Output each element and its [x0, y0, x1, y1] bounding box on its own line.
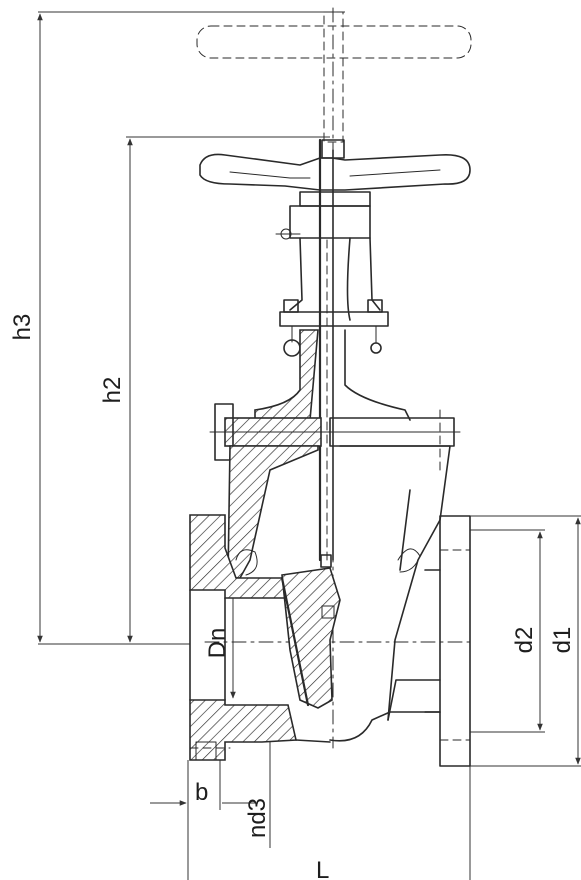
dimension-d2 [470, 529, 545, 733]
label-l: L [316, 857, 329, 880]
label-b: b [195, 779, 208, 806]
dimension-b [150, 760, 258, 880]
yoke [289, 237, 381, 321]
inlet-flange [189, 514, 297, 761]
dimension-h3 [37, 11, 345, 645]
label-d2: d2 [511, 627, 538, 654]
handwheel-open-position [196, 11, 472, 143]
dimension-h2 [126, 136, 330, 643]
gland-flange [279, 299, 389, 357]
label-d1: d1 [549, 627, 576, 654]
valve-stem [318, 138, 334, 562]
outlet-body [295, 549, 471, 743]
outlet-flange [424, 515, 471, 767]
handwheel [199, 139, 471, 191]
label-dn: Dn [204, 628, 231, 659]
label-h3: h3 [9, 314, 36, 341]
label-h2: h2 [99, 377, 126, 404]
dimension-d1 [470, 515, 581, 767]
label-nd3: nd3 [244, 798, 271, 838]
gate-wedge [280, 554, 341, 709]
yoke-bearing [275, 191, 371, 240]
